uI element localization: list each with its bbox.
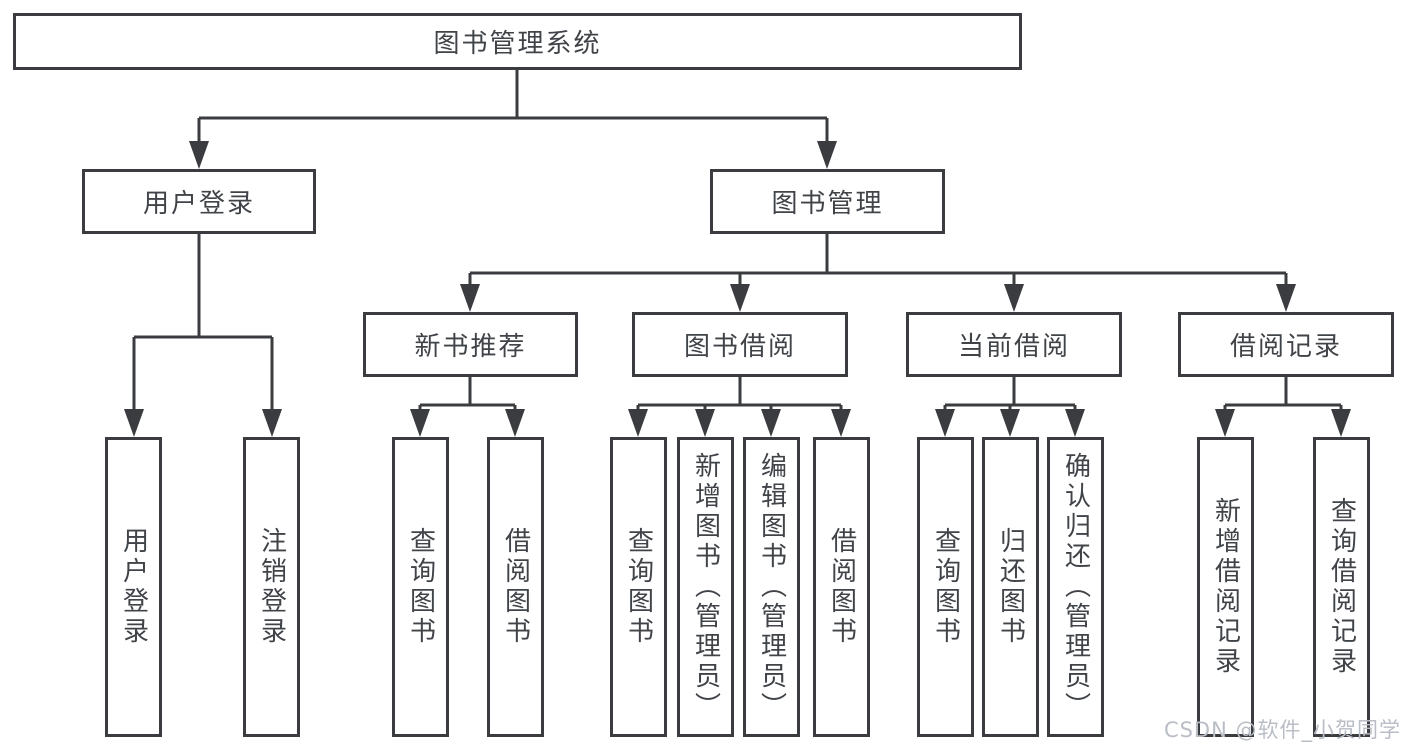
node-root-system: 图书管理系统 [13,13,1022,70]
leaf-edit-books-admin: 编辑图书（管理员） [743,437,800,737]
node-current-borrow: 当前借阅 [906,312,1122,377]
csdn-watermark: CSDN @软件_小贺同学 [1163,718,1401,742]
leaf-recommend-query-books: 查询图书 [392,437,449,737]
leaf-borrow-books: 借阅图书 [813,437,870,737]
leaf-add-borrow-record: 新增借阅记录 [1197,437,1254,737]
node-book-borrow: 图书借阅 [632,312,848,377]
node-borrow-records: 借阅记录 [1178,312,1394,377]
node-user-login: 用户登录 [82,169,316,234]
leaf-confirm-return-admin: 确认归还（管理员） [1047,437,1104,737]
leaf-add-books-admin: 新增图书（管理员） [677,437,734,737]
leaf-user-login: 用户登录 [105,437,162,737]
leaf-current-query-books: 查询图书 [917,437,974,737]
leaf-recommend-borrow-books: 借阅图书 [487,437,544,737]
leaf-query-borrow-record: 查询借阅记录 [1313,437,1370,737]
node-book-management: 图书管理 [710,169,945,234]
leaf-borrow-query-books: 查询图书 [610,437,667,737]
node-new-book-recommend: 新书推荐 [363,312,578,377]
leaf-return-books: 归还图书 [982,437,1039,737]
leaf-logout: 注销登录 [243,437,300,737]
